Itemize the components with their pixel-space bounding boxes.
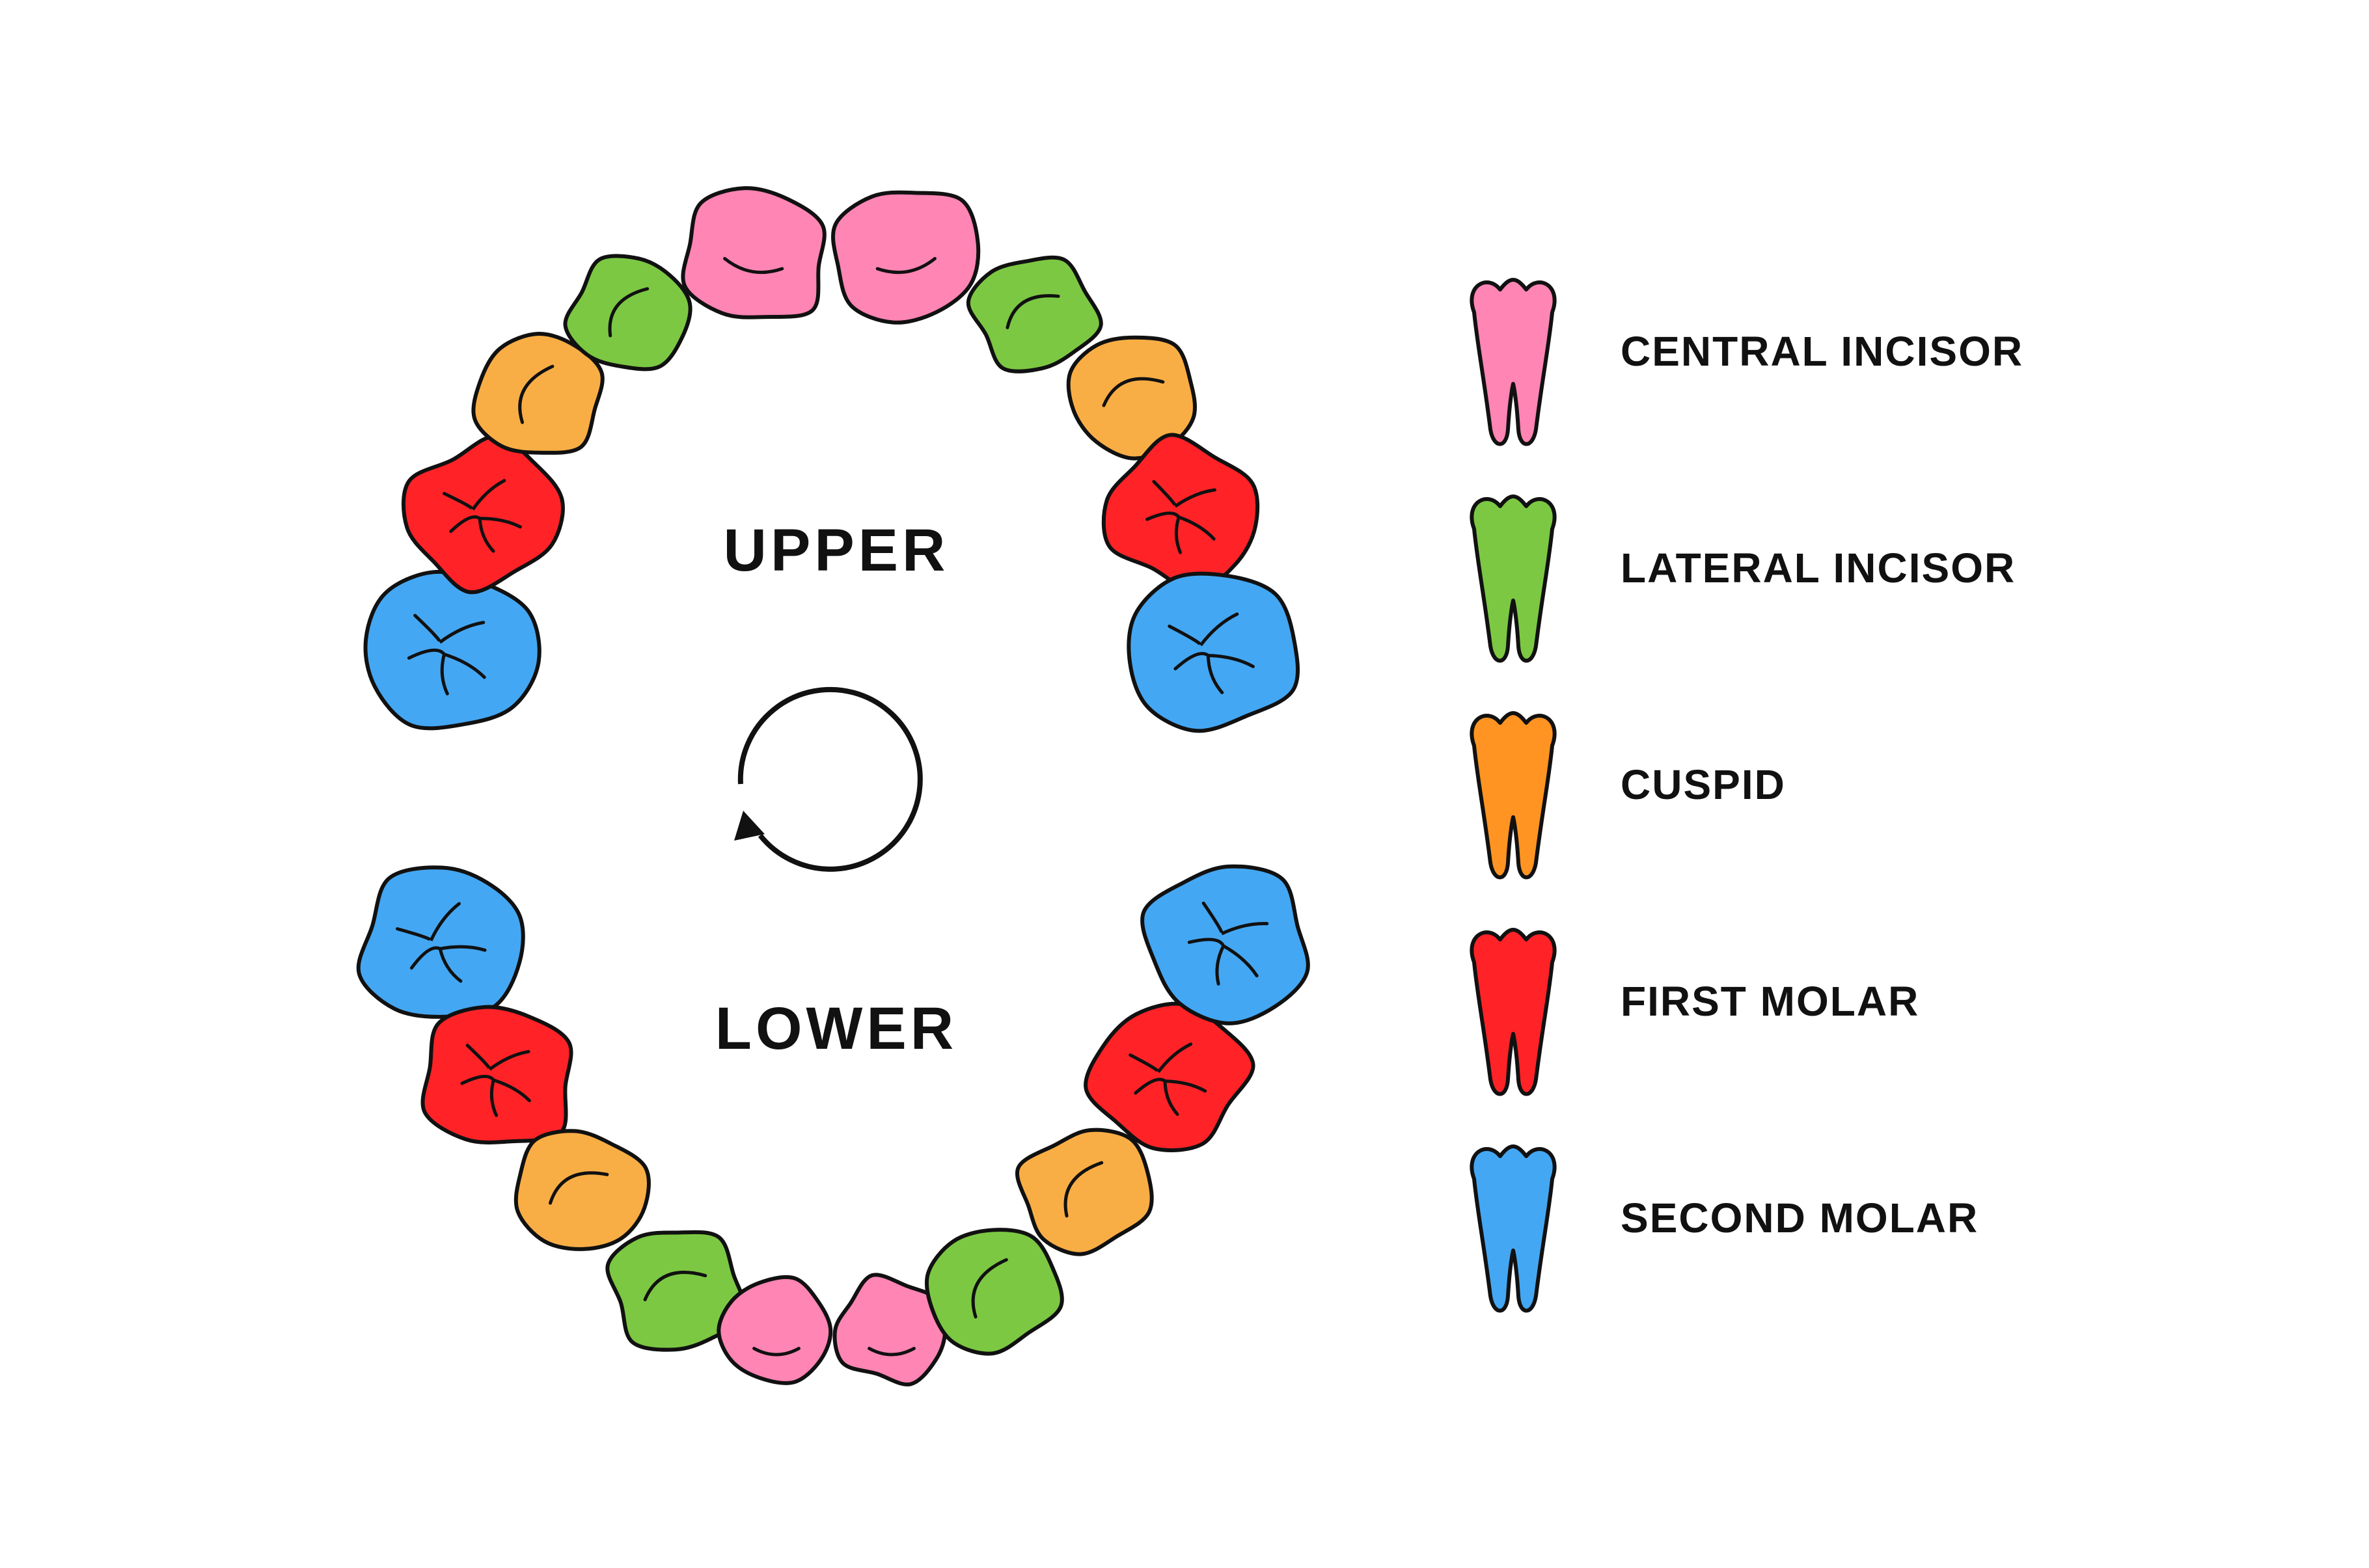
legend-label-cuspid: CUSPID xyxy=(1621,761,1786,808)
upper-tooth-1-shape xyxy=(363,569,541,731)
lower-tooth-2-shape xyxy=(420,1005,573,1144)
lower-tooth-1-shape xyxy=(356,865,525,1019)
upper-tooth-7-lateral[interactable] xyxy=(958,244,1112,385)
lower-tooth-4-shape xyxy=(605,1230,748,1352)
lower-tooth-1-second[interactable] xyxy=(331,839,546,1048)
second-tooth-icon xyxy=(1470,1144,1557,1313)
lower-tooth-3-shape xyxy=(514,1129,651,1251)
lower-tooth-7-lateral[interactable] xyxy=(912,1211,1074,1368)
legend-label-second: SECOND MOLAR xyxy=(1621,1195,1979,1241)
upper-tooth-1-second[interactable] xyxy=(355,562,549,742)
legend-item-cuspid: CUSPID xyxy=(1470,711,1786,880)
counterclockwise-rotate-arrow-icon xyxy=(734,686,923,872)
upper-tooth-4-shape xyxy=(563,254,692,372)
lower-tooth-4-lateral[interactable] xyxy=(585,1204,767,1377)
lower-tooth-5-shape xyxy=(717,1275,833,1385)
legend-item-second: SECOND MOLAR xyxy=(1470,1144,1979,1313)
lower-tooth-6-shape xyxy=(832,1273,948,1386)
cuspid-tooth-icon xyxy=(1470,711,1557,880)
upper-arch xyxy=(355,179,1305,742)
upper-jaw-label: UPPER xyxy=(724,517,950,584)
legend-item-central: CENTRAL INCISOR xyxy=(1470,278,2023,446)
lower-tooth-10-shape xyxy=(1140,864,1310,1025)
central-tooth-icon xyxy=(1470,278,1557,446)
legend-label-lateral: LATERAL INCISOR xyxy=(1621,545,2016,591)
lower-tooth-2-first[interactable] xyxy=(418,999,580,1154)
lower-tooth-8-shape xyxy=(1015,1128,1154,1256)
lower-tooth-10-second[interactable] xyxy=(1117,836,1335,1046)
legend-label-first: FIRST MOLAR xyxy=(1621,978,1919,1025)
lower-tooth-8-cuspid[interactable] xyxy=(1010,1118,1164,1265)
legend-label-central: CENTRAL INCISOR xyxy=(1621,328,2023,375)
lower-tooth-7-shape xyxy=(924,1228,1064,1356)
legend: CENTRAL INCISOR LATERAL INCISOR CUSPID FIRS… xyxy=(1470,278,2023,1313)
lower-tooth-6-central[interactable] xyxy=(832,1273,948,1386)
legend-item-first: FIRST MOLAR xyxy=(1470,928,1919,1096)
upper-tooth-3-shape xyxy=(471,331,605,455)
upper-tooth-5-central[interactable] xyxy=(677,179,834,330)
legend-item-lateral: LATERAL INCISOR xyxy=(1470,494,2016,663)
upper-tooth-10-second[interactable] xyxy=(1119,561,1305,739)
upper-tooth-8-cuspid[interactable] xyxy=(1050,314,1215,474)
upper-tooth-4-lateral[interactable] xyxy=(555,244,700,382)
upper-tooth-6-shape xyxy=(831,190,981,325)
upper-tooth-7-shape xyxy=(966,255,1103,373)
upper-tooth-9-first[interactable] xyxy=(1093,426,1268,601)
upper-tooth-10-shape xyxy=(1127,571,1300,733)
first-tooth-icon xyxy=(1470,928,1557,1096)
lower-jaw-label: LOWER xyxy=(715,995,957,1062)
lower-tooth-5-central[interactable] xyxy=(717,1275,833,1385)
upper-tooth-3-cuspid[interactable] xyxy=(454,316,623,479)
upper-tooth-6-central[interactable] xyxy=(827,179,990,332)
lower-tooth-3-cuspid[interactable] xyxy=(504,1119,659,1265)
lower-arch xyxy=(331,836,1335,1386)
lateral-tooth-icon xyxy=(1470,494,1557,663)
upper-tooth-5-shape xyxy=(681,186,827,319)
